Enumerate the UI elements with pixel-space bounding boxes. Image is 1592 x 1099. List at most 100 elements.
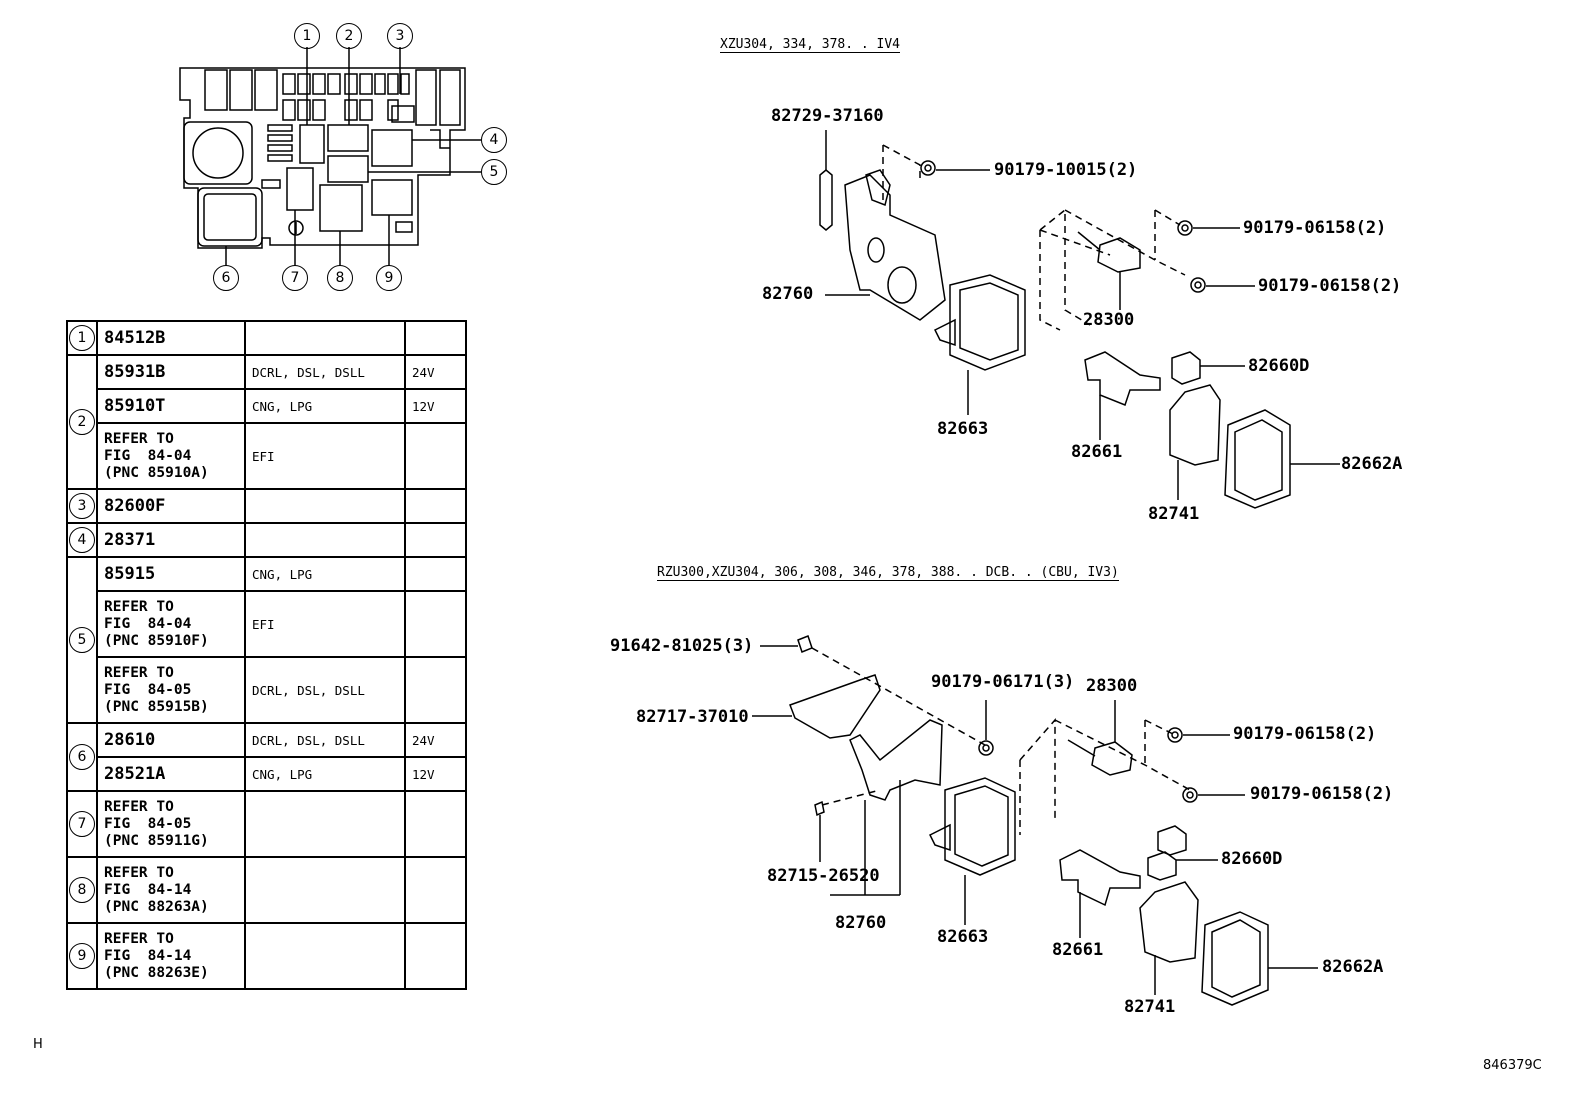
part-number-cell: REFER TO FIG 84-05 (PNC 85911G) [96,790,246,858]
condition-cell: CNG, LPG [244,756,406,792]
voltage-cell [404,556,467,592]
illustration-number: 846379C [1483,1058,1542,1073]
voltage-cell [404,656,467,724]
condition-cell: CNG, LPG [244,388,406,424]
part-number-cell: 28610 [96,722,246,758]
bottom-label-28300: 28300 [1086,676,1138,696]
table-callout-number: 8 [69,877,95,903]
condition-cell: EFI [244,590,406,658]
voltage-cell: 12V [404,756,467,792]
part-number-cell: REFER TO FIG 84-14 (PNC 88263E) [96,922,246,990]
top-label-82660D: 82660D [1248,356,1310,376]
condition-cell: CNG, LPG [244,556,406,592]
bottom-label-82662A: 82662A [1322,957,1384,977]
voltage-cell: 24V [404,722,467,758]
footer-left-code: H [33,1037,43,1052]
top-label-90179-06158-b: 90179-06158(2) [1258,276,1402,296]
part-number-cell: 84512B [96,320,246,356]
key-callout-4: 4 [481,127,507,153]
key-callout-6: 6 [213,265,239,291]
top-label-28300: 28300 [1083,310,1135,330]
key-callout-8: 8 [327,265,353,291]
table-callout-cell: 1 [66,320,98,356]
part-number-cell: REFER TO FIG 84-14 (PNC 88263A) [96,856,246,924]
key-callout-3: 3 [387,23,413,49]
table-callout-cell: 9 [66,922,98,990]
table-callout-number: 1 [69,325,95,351]
top-label-82741: 82741 [1148,504,1200,524]
condition-cell [244,922,406,990]
part-number-cell: 85915 [96,556,246,592]
key-callout-5: 5 [481,159,507,185]
top-assembly-header: XZU304, 334, 378. . IV4 [720,37,901,53]
top-assembly-drawing [819,130,1340,509]
voltage-cell [404,488,467,524]
key-callout-2: 2 [336,23,362,49]
voltage-cell [404,320,467,356]
bottom-label-82663: 82663 [937,927,989,947]
table-callout-cell: 6 [66,722,98,792]
bottom-label-82660D: 82660D [1221,849,1283,869]
part-number-cell: 28521A [96,756,246,792]
part-number-cell: 28371 [96,522,246,558]
part-number-cell: 82600F [96,488,246,524]
table-callout-cell: 3 [66,488,98,524]
top-label-82760: 82760 [762,284,814,304]
part-number-cell: REFER TO FIG 84-04 (PNC 85910A) [96,422,246,490]
table-callout-number: 4 [69,527,95,553]
top-label-82662A: 82662A [1341,454,1403,474]
table-row: REFER TO FIG 84-04 (PNC 85910F)EFI [67,590,467,658]
voltage-cell [404,790,467,858]
bottom-label-82715-26520: 82715-26520 [767,866,880,886]
relay-block-outline [179,67,466,249]
top-label-90179-06158-a: 90179-06158(2) [1243,218,1387,238]
condition-cell [244,856,406,924]
voltage-cell [404,922,467,990]
top-label-82729-37160: 82729-37160 [771,106,884,126]
condition-cell: DCRL, DSL, DSLL [244,354,406,390]
bottom-label-91642-81025: 91642-81025(3) [610,636,754,656]
table-callout-number: 6 [69,744,95,770]
bottom-label-82741: 82741 [1124,997,1176,1017]
bottom-assembly-header: RZU300,XZU304, 306, 308, 346, 378, 388. … [657,565,1119,581]
part-number-cell: REFER TO FIG 84-04 (PNC 85910F) [96,590,246,658]
condition-cell: EFI [244,422,406,490]
condition-cell: DCRL, DSL, DSLL [244,722,406,758]
table-callout-number: 3 [69,493,95,519]
bottom-label-90179-06171: 90179-06171(3) [931,672,1075,692]
top-label-90179-10015: 90179-10015(2) [994,160,1138,180]
table-row: REFER TO FIG 84-04 (PNC 85910A)EFI [67,422,467,490]
condition-cell: DCRL, DSL, DSLL [244,656,406,724]
part-number-cell: REFER TO FIG 84-05 (PNC 85915B) [96,656,246,724]
condition-cell [244,320,406,356]
condition-cell [244,790,406,858]
part-number-cell: 85910T [96,388,246,424]
table-callout-cell: 2 [66,354,98,490]
voltage-cell: 12V [404,388,467,424]
condition-cell [244,488,406,524]
voltage-cell: 24V [404,354,467,390]
key-callout-1: 1 [294,23,320,49]
table-callout-number: 5 [69,627,95,653]
table-callout-cell: 7 [66,790,98,858]
table-callout-number: 2 [69,409,95,435]
key-leader-lines [225,47,481,266]
top-label-82663: 82663 [937,419,989,439]
key-callout-7: 7 [282,265,308,291]
table-callout-number: 9 [69,943,95,969]
bottom-label-90179-06158-a: 90179-06158(2) [1233,724,1377,744]
table-callout-cell: 4 [66,522,98,558]
voltage-cell [404,856,467,924]
table-callout-cell: 8 [66,856,98,924]
